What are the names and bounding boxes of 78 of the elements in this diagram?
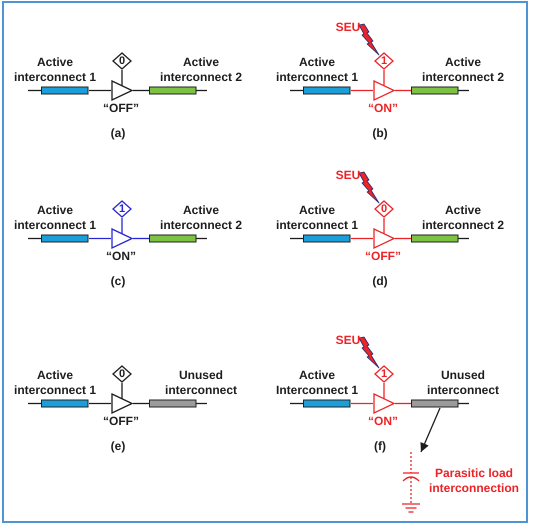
- wire: [351, 90, 373, 92]
- state-label: “ON”: [368, 101, 398, 116]
- interconnect-bar: [149, 86, 207, 95]
- interconnect-label: Active interconnect 2: [421, 55, 505, 85]
- interconnect-bar: [149, 234, 207, 243]
- panel-caption: (d): [372, 274, 388, 289]
- panel-caption: (c): [110, 274, 126, 289]
- interconnect-bar: [28, 234, 89, 243]
- interconnect-label: Unused interconnect: [164, 368, 238, 398]
- interconnect-bar: [149, 399, 207, 408]
- state-label: “OFF”: [102, 101, 140, 116]
- interconnect-bar: [411, 86, 469, 95]
- wire: [133, 90, 149, 92]
- interconnect-label: Active interconnect 1: [275, 55, 359, 85]
- config-bit-diamond: [112, 52, 132, 70]
- wire: [89, 90, 111, 92]
- bit-value: 0: [118, 368, 126, 380]
- bit-value: 0: [380, 204, 388, 214]
- panel-caption: (f): [374, 439, 386, 454]
- wire: [383, 383, 385, 399]
- interconnect-label: Unused interconnect: [426, 368, 500, 398]
- seu-label: SEU: [335, 20, 361, 35]
- interconnect-label: Active interconnect 1: [13, 368, 97, 398]
- interconnect-label: Active interconnect 1: [13, 55, 97, 85]
- arrow: [420, 408, 441, 452]
- config-bit-diamond: [374, 365, 394, 383]
- buffer-triangle: [111, 228, 133, 249]
- buffer-triangle: [373, 393, 395, 414]
- wire: [395, 90, 411, 92]
- interconnect-bar: [290, 86, 351, 95]
- wire: [121, 383, 123, 399]
- wire: [351, 402, 373, 404]
- wire: [383, 218, 385, 234]
- state-label: “ON”: [368, 414, 398, 429]
- interconnect-bar: [290, 399, 351, 408]
- bit-value: 1: [380, 368, 388, 380]
- interconnect-bar: [411, 234, 469, 243]
- buffer-triangle: [111, 393, 133, 414]
- config-bit-diamond: [112, 200, 132, 218]
- load-label: Parasitic load interconnection: [428, 466, 520, 496]
- interconnect-bar: [411, 399, 469, 408]
- state-label: “OFF”: [102, 414, 140, 429]
- wire: [351, 238, 373, 240]
- wire: [395, 238, 411, 240]
- wire: [89, 238, 111, 240]
- wire: [121, 218, 123, 234]
- interconnect-label: Active interconnect 2: [159, 55, 243, 85]
- wire: [121, 70, 123, 86]
- panel-caption: (b): [372, 126, 388, 141]
- wire: [89, 402, 111, 404]
- config-bit-diamond: [374, 52, 394, 70]
- bit-value: 1: [380, 56, 388, 66]
- wire: [395, 402, 411, 404]
- state-label: “OFF”: [364, 249, 402, 264]
- interconnect-bar: [28, 86, 89, 95]
- interconnect-label: Active Interconnect 1: [275, 368, 359, 398]
- seu-label: SEU: [335, 333, 361, 348]
- panel-caption: (e): [110, 439, 126, 454]
- buffer-triangle: [373, 228, 395, 249]
- wire: [383, 70, 385, 86]
- interconnect-bar: [28, 399, 89, 408]
- seu-label: SEU: [335, 168, 361, 183]
- interconnect-label: Active interconnect 1: [275, 203, 359, 233]
- bit-value: 1: [118, 204, 126, 214]
- interconnect-label: Active interconnect 2: [159, 203, 243, 233]
- capacitor-symbol: [399, 452, 423, 514]
- config-bit-diamond: [112, 365, 132, 383]
- state-label: “ON”: [106, 249, 136, 264]
- buffer-triangle: [111, 80, 133, 101]
- buffer-triangle: [373, 80, 395, 101]
- wire: [133, 402, 149, 404]
- config-bit-diamond: [374, 200, 394, 218]
- interconnect-label: Active interconnect 2: [421, 203, 505, 233]
- wire: [133, 238, 149, 240]
- interconnect-label: Active interconnect 1: [13, 203, 97, 233]
- bit-value: 0: [118, 56, 126, 66]
- panel-caption: (a): [110, 126, 126, 141]
- interconnect-bar: [290, 234, 351, 243]
